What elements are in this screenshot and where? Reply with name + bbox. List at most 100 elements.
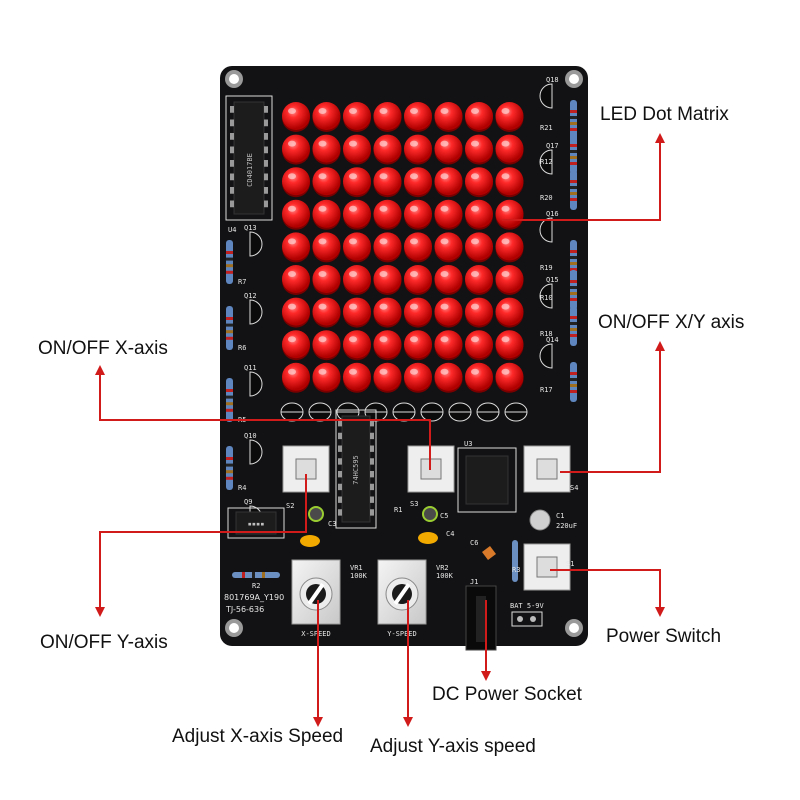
led: [343, 330, 371, 361]
potentiometer-vr1[interactable]: VR1 100K X-SPEED: [291, 559, 368, 638]
r-label: R6: [238, 344, 246, 352]
led: [312, 297, 341, 328]
svg-text:C3: C3: [328, 520, 336, 528]
arrow-xy-axis: [560, 341, 665, 473]
chip-u4-label: CD4017BE: [246, 153, 254, 187]
mounting-holes: [225, 70, 583, 637]
dc-power-socket[interactable]: J1: [465, 578, 497, 651]
led: [495, 167, 524, 198]
led: [434, 102, 463, 132]
r-label: R4: [238, 484, 246, 492]
capacitor-c6: C6: [470, 539, 496, 560]
led: [282, 167, 310, 198]
transistor: [420, 402, 444, 422]
led: [343, 199, 371, 230]
s3-label: S3: [410, 500, 418, 508]
svg-text:Y-SPEED: Y-SPEED: [387, 630, 417, 638]
board-model: TJ-56-636: [225, 605, 264, 614]
chip-smd-left: ▪▪▪▪: [227, 507, 285, 539]
led: [495, 199, 524, 230]
transistor: [539, 283, 553, 309]
led: [434, 232, 463, 263]
led: [434, 199, 463, 230]
led: [495, 134, 524, 165]
switch-s4[interactable]: S4: [523, 445, 578, 493]
svg-text:VR2: VR2: [436, 564, 449, 572]
led: [495, 232, 524, 263]
svg-text:C4: C4: [446, 530, 454, 538]
led: [312, 362, 341, 393]
transistor: [539, 83, 553, 109]
label-onoff-y-axis: ON/OFF Y-axis: [40, 632, 168, 653]
svg-text:C6: C6: [470, 539, 478, 547]
led: [282, 102, 310, 132]
led: [312, 199, 341, 230]
led: [282, 297, 310, 328]
led: [343, 134, 371, 165]
led-dot-matrix: [282, 102, 524, 393]
svg-text:100K: 100K: [350, 572, 368, 580]
capacitor-c1: C1 220uF: [529, 509, 577, 531]
led: [312, 232, 341, 263]
svg-text:C5: C5: [440, 512, 448, 520]
resistor: [570, 270, 577, 310]
label-adjust-y-speed: Adjust Y-axis speed: [370, 736, 536, 757]
led: [495, 265, 524, 295]
led: [404, 362, 432, 393]
board-id: 801769A_Y190: [224, 593, 284, 602]
led: [434, 265, 463, 295]
led: [373, 362, 402, 393]
led: [495, 297, 524, 328]
resistor-r1: R1: [394, 506, 402, 514]
led: [343, 167, 371, 198]
led: [312, 330, 341, 361]
led: [343, 265, 371, 295]
led: [312, 167, 341, 198]
r-label: R19: [540, 264, 553, 272]
q-label: Q14: [546, 336, 559, 344]
label-led-dot-matrix: LED Dot Matrix: [600, 104, 729, 125]
svg-text:▪▪▪▪: ▪▪▪▪: [248, 520, 265, 528]
resistor: [570, 134, 577, 174]
svg-text:BAT 5-9V: BAT 5-9V: [510, 602, 545, 610]
potentiometer-vr2[interactable]: VR2 100K Y-SPEED: [377, 559, 454, 638]
r-label: R17: [540, 386, 553, 394]
q-label: Q13: [244, 224, 257, 232]
led: [434, 362, 463, 393]
transistor: [249, 439, 263, 465]
led: [373, 330, 402, 361]
led: [404, 134, 432, 165]
q-label: Q12: [244, 292, 257, 300]
transistor: [539, 149, 553, 175]
led: [465, 199, 493, 230]
chip-u4: CD4017BE U4: [225, 95, 273, 234]
r-label: R20: [540, 194, 553, 202]
resistor-r2: R2: [232, 572, 280, 590]
led: [404, 199, 432, 230]
led: [465, 232, 493, 263]
label-power-switch: Power Switch: [606, 626, 721, 647]
led: [465, 134, 493, 165]
led: [404, 102, 432, 132]
arrow-led-matrix: [502, 133, 665, 221]
led: [434, 134, 463, 165]
label-onoff-xy-axis: ON/OFF X/Y axis: [598, 312, 744, 333]
r-label: R12: [540, 158, 553, 166]
transistor: [476, 402, 500, 422]
led: [434, 330, 463, 361]
led: [465, 102, 493, 132]
led: [465, 265, 493, 295]
led: [343, 362, 371, 393]
led: [282, 134, 310, 165]
led: [373, 199, 402, 230]
led: [343, 297, 371, 328]
q-label: Q9: [244, 498, 252, 506]
label-onoff-x-axis: ON/OFF X-axis: [38, 338, 168, 359]
battery-terminal: BAT 5-9V: [510, 602, 545, 627]
switch-s1[interactable]: S1: [523, 543, 574, 591]
transistor: [308, 402, 332, 422]
led: [312, 134, 341, 165]
